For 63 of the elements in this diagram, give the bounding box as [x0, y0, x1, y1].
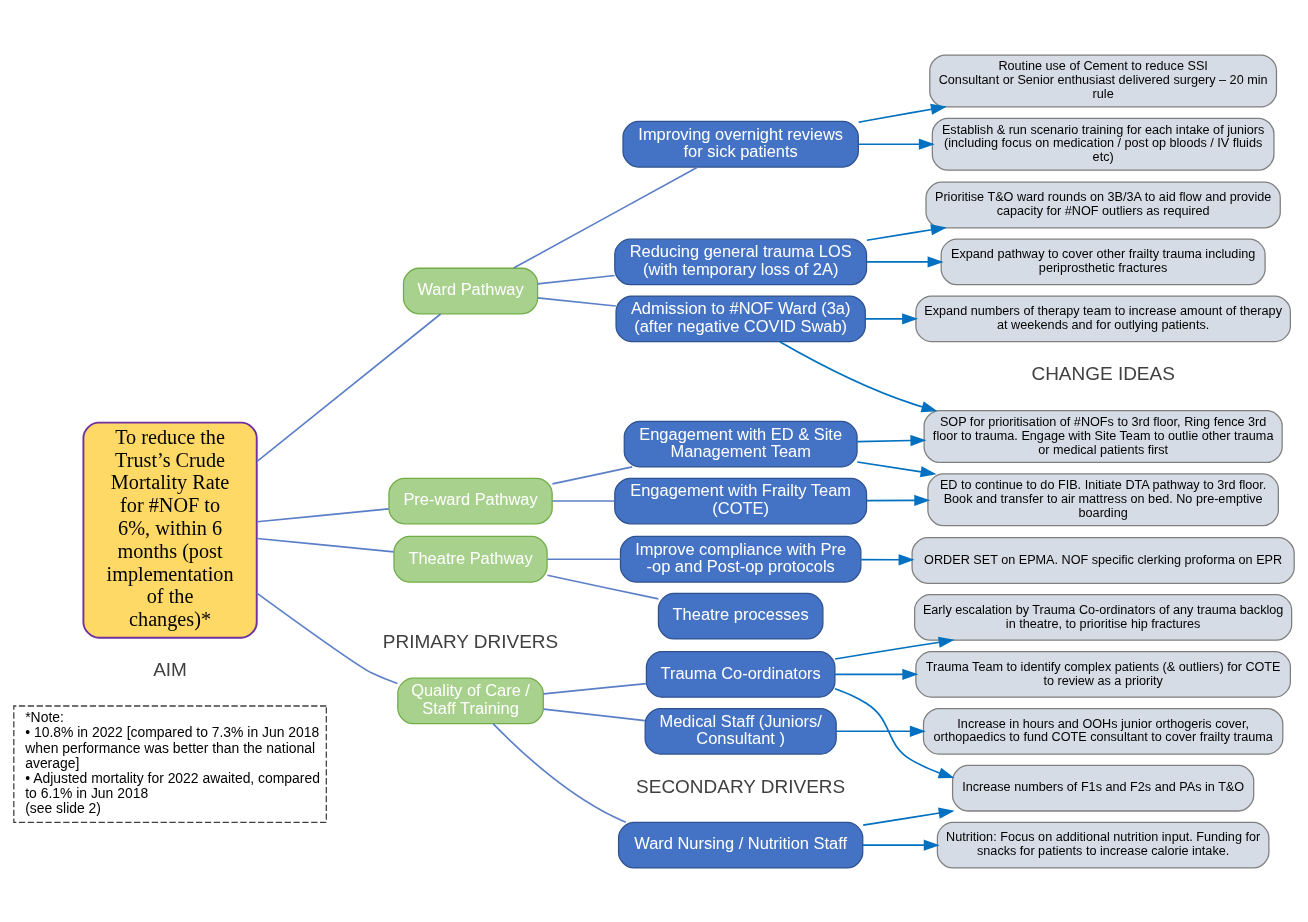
node-box: Ward Nursing / Nutrition Staff	[617, 821, 864, 869]
arrow	[861, 839, 940, 851]
connector	[536, 296, 617, 307]
arrow	[834, 636, 955, 660]
connector	[512, 165, 699, 269]
node-box: Engagement with ED & Site Management Team	[623, 420, 858, 467]
arrow	[834, 668, 919, 680]
arrow	[866, 494, 931, 506]
connector	[256, 591, 399, 684]
node-box: Increase numbers of F1s and F2s and PAs in T&O	[951, 764, 1255, 812]
node-box: Pre-ward Pathway	[388, 477, 553, 524]
node-box: Theatre processes	[657, 592, 824, 640]
node-box: Increase in hours and OOHs junior orthogeris cover, orthopaedics to fund COTE consultant to cover frailty trauma	[922, 707, 1284, 755]
connector	[546, 574, 660, 600]
connector	[551, 465, 634, 485]
node-box: Admission to #NOF Ward (3a) (after negative COVID Swab)	[615, 294, 866, 342]
node-box: Improving overnight reviews for sick patients	[622, 120, 859, 168]
label: PRIMARY DRIVERS	[382, 630, 559, 652]
arrow	[866, 255, 944, 267]
connector	[551, 499, 616, 502]
node-box: Trauma Co-ordinators	[645, 650, 836, 698]
node-box: Routine use of Cement to reduce SSI Consultant or Senior enthusiast delivered surgery – 20 min rule	[929, 53, 1278, 108]
node-box: ORDER SET on EPMA. NOF specific clerking proforma on EPR	[911, 536, 1295, 584]
arrow	[860, 553, 915, 565]
node-box: Quality of Care / Staff Training	[397, 677, 544, 724]
arrow	[856, 434, 927, 446]
node-box: *Note: • 10.8% in 2022 [compared to 7.3% in Jun 2018 when performance was better than the national average] • Adjusted mortality for 2022 awaited, compared to 6.1% in Jun 2018 (see slide 2)	[13, 704, 327, 823]
connector	[546, 557, 622, 560]
node-box: SOP for prioritisation of #NOFs to 3rd floor, Ring fence 3rd floor to trauma. Engage with Site Team to outlie other trauma or medical patients first	[923, 409, 1283, 463]
node-box: Expand pathway to cover other frailty trauma including periprosthetic fractures	[940, 238, 1266, 285]
node-box: To reduce the Trust’s Crude Mortality Rate for #NOF to 6%, within 6 months (post implementation of the changes)*	[82, 421, 258, 639]
node-box: Prioritise T&O ward rounds on 3B/3A to aid flow and provide capacity for #NOF outliers as required	[925, 181, 1281, 228]
node-box: ED to continue to do FIB. Initiate DTA pathway to 3rd floor. Book and transfer to air mattress on bed. No pre-emptive boarding	[927, 472, 1279, 526]
arrow	[864, 312, 919, 324]
node-box: Early escalation by Trauma Co-ordinators of any trauma backlog in theatre, to prioritise hip fractures	[914, 593, 1293, 641]
arrow	[866, 223, 947, 241]
node-box: Improve compliance with Pre -op and Post-op protocols	[619, 535, 862, 583]
arrow	[857, 103, 947, 123]
connector	[536, 274, 616, 285]
node-box: Engagement with Frailty Team (COTE)	[614, 477, 868, 524]
label: CHANGE IDEAS	[1031, 362, 1175, 384]
node-box: Trauma Team to identify complex patients (& outliers) for COTE to review as a priority	[915, 650, 1292, 698]
label: SECONDARY DRIVERS	[636, 775, 846, 797]
label: AIM	[153, 658, 187, 680]
node-box: Theatre Pathway	[393, 535, 548, 583]
arrow	[862, 807, 955, 826]
node-box: Nutrition: Focus on additional nutrition input. Funding for snacks for patients to increase calorie intake.	[936, 821, 1270, 869]
arrow	[835, 725, 926, 737]
connector	[256, 537, 395, 553]
node-box: Ward Pathway	[402, 267, 539, 314]
node-box: Establish & run scenario training for each intake of juniors (including focus on medication / post op bloods / IV fluids etc)	[931, 117, 1275, 171]
node-box: Medical Staff (Juniors/ Consultant )	[644, 707, 837, 755]
connector	[256, 312, 442, 462]
arrow	[778, 340, 938, 412]
connector	[256, 507, 390, 523]
connector	[492, 722, 627, 823]
arrow	[856, 460, 937, 477]
arrow	[834, 687, 955, 778]
node-box: Expand numbers of therapy team to increase amount of therapy at weekends and for outlying patients.	[915, 294, 1292, 342]
node-box: Reducing general trauma LOS (with temporary loss of 2A)	[614, 238, 868, 285]
arrow	[857, 138, 935, 150]
connector	[542, 707, 646, 721]
connector	[542, 682, 648, 695]
